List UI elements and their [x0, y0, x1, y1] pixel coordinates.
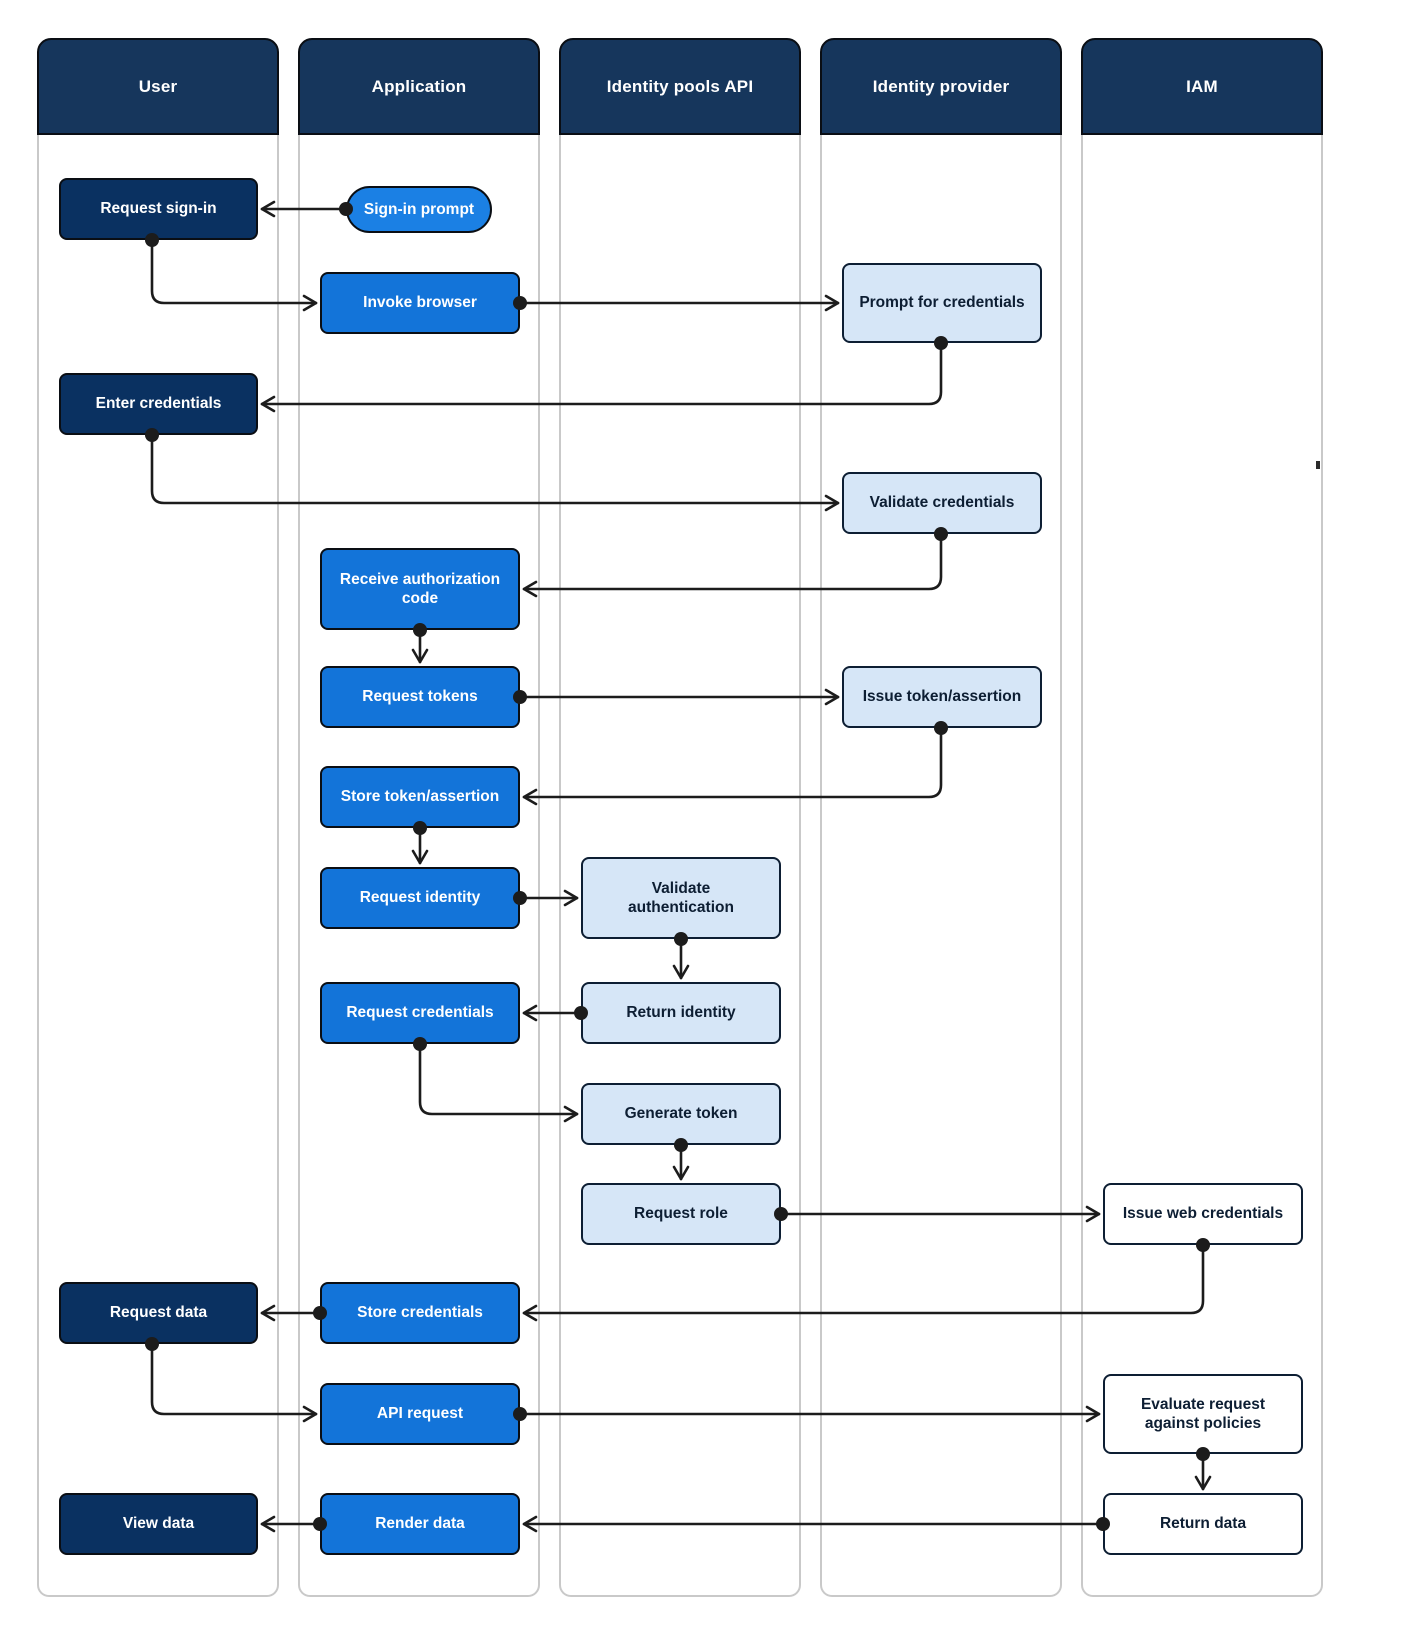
node-prompt-for-credentials: Prompt for credentials — [842, 263, 1042, 343]
lane-header-identity-pools-api: Identity pools API — [559, 38, 801, 135]
lane-body-application — [298, 135, 540, 1597]
node-label: API request — [376, 1405, 464, 1423]
node-request-identity: Request identity — [320, 867, 520, 929]
lane-title: User — [138, 76, 178, 96]
lane-user: User — [37, 38, 279, 1597]
node-invoke-browser: Invoke browser — [320, 272, 520, 334]
lane-header-iam: IAM — [1081, 38, 1323, 135]
node-request-credentials: Request credentials — [320, 982, 520, 1044]
lane-title: IAM — [1186, 76, 1218, 96]
node-render-data: Render data — [320, 1493, 520, 1555]
lane-header-user: User — [37, 38, 279, 135]
node-store-credentials: Store credentials — [320, 1282, 520, 1344]
node-validate-authentication: Validate authentication — [581, 857, 781, 939]
lane-iam: IAM — [1081, 38, 1323, 1597]
node-label: Request credentials — [346, 1004, 494, 1022]
node-validate-credentials: Validate credentials — [842, 472, 1042, 534]
lane-body-iam — [1081, 135, 1323, 1597]
node-label: Store credentials — [357, 1304, 483, 1322]
node-label: Request sign-in — [100, 200, 217, 218]
node-label: Receive authorization code — [339, 570, 501, 607]
node-label: Return identity — [626, 1004, 736, 1022]
node-label: Return data — [1159, 1515, 1247, 1533]
node-label: Evaluate request against policies — [1140, 1395, 1266, 1432]
node-label: Request tokens — [362, 688, 478, 706]
lane-title: Application — [371, 76, 467, 96]
lane-body-user — [37, 135, 279, 1597]
node-label: Validate authentication — [628, 879, 734, 916]
node-request-sign-in: Request sign-in — [59, 178, 258, 240]
node-label: Sign-in prompt — [363, 200, 475, 218]
node-label: Issue web credentials — [1122, 1205, 1284, 1223]
lane-body-identity-provider — [820, 135, 1062, 1597]
node-issue-web-credentials: Issue web credentials — [1103, 1183, 1303, 1245]
node-label: Validate credentials — [869, 494, 1015, 512]
lane-title: Identity provider — [872, 76, 1010, 96]
node-evaluate-request-against-policies: Evaluate request against policies — [1103, 1374, 1303, 1454]
node-sign-in-prompt: Sign-in prompt — [346, 186, 492, 233]
stray-artifact — [1316, 461, 1320, 469]
node-return-data: Return data — [1103, 1493, 1303, 1555]
node-request-tokens: Request tokens — [320, 666, 520, 728]
node-request-role: Request role — [581, 1183, 781, 1245]
node-label: Request role — [634, 1205, 728, 1223]
node-enter-credentials: Enter credentials — [59, 373, 258, 435]
node-store-token-assertion: Store token/assertion — [320, 766, 520, 828]
node-return-identity: Return identity — [581, 982, 781, 1044]
node-issue-token-assertion: Issue token/assertion — [842, 666, 1042, 728]
lane-header-application: Application — [298, 38, 540, 135]
node-label: Issue token/assertion — [862, 688, 1022, 706]
node-label: Prompt for credentials — [859, 294, 1025, 312]
node-label: Request identity — [359, 889, 481, 907]
node-receive-authorization-code: Receive authorization code — [320, 548, 520, 630]
lane-identity-pools-api: Identity pools API — [559, 38, 801, 1597]
node-label: Enter credentials — [95, 395, 222, 413]
node-label: Request data — [109, 1304, 208, 1322]
node-api-request: API request — [320, 1383, 520, 1445]
node-label: Generate token — [624, 1105, 738, 1123]
node-label: Invoke browser — [363, 294, 477, 312]
node-label: Render data — [375, 1515, 465, 1533]
lane-header-identity-provider: Identity provider — [820, 38, 1062, 135]
node-label: View data — [122, 1515, 195, 1533]
lane-title: Identity pools API — [606, 76, 754, 96]
node-generate-token: Generate token — [581, 1083, 781, 1145]
node-request-data: Request data — [59, 1282, 258, 1344]
node-view-data: View data — [59, 1493, 258, 1555]
node-label: Store token/assertion — [340, 788, 500, 806]
